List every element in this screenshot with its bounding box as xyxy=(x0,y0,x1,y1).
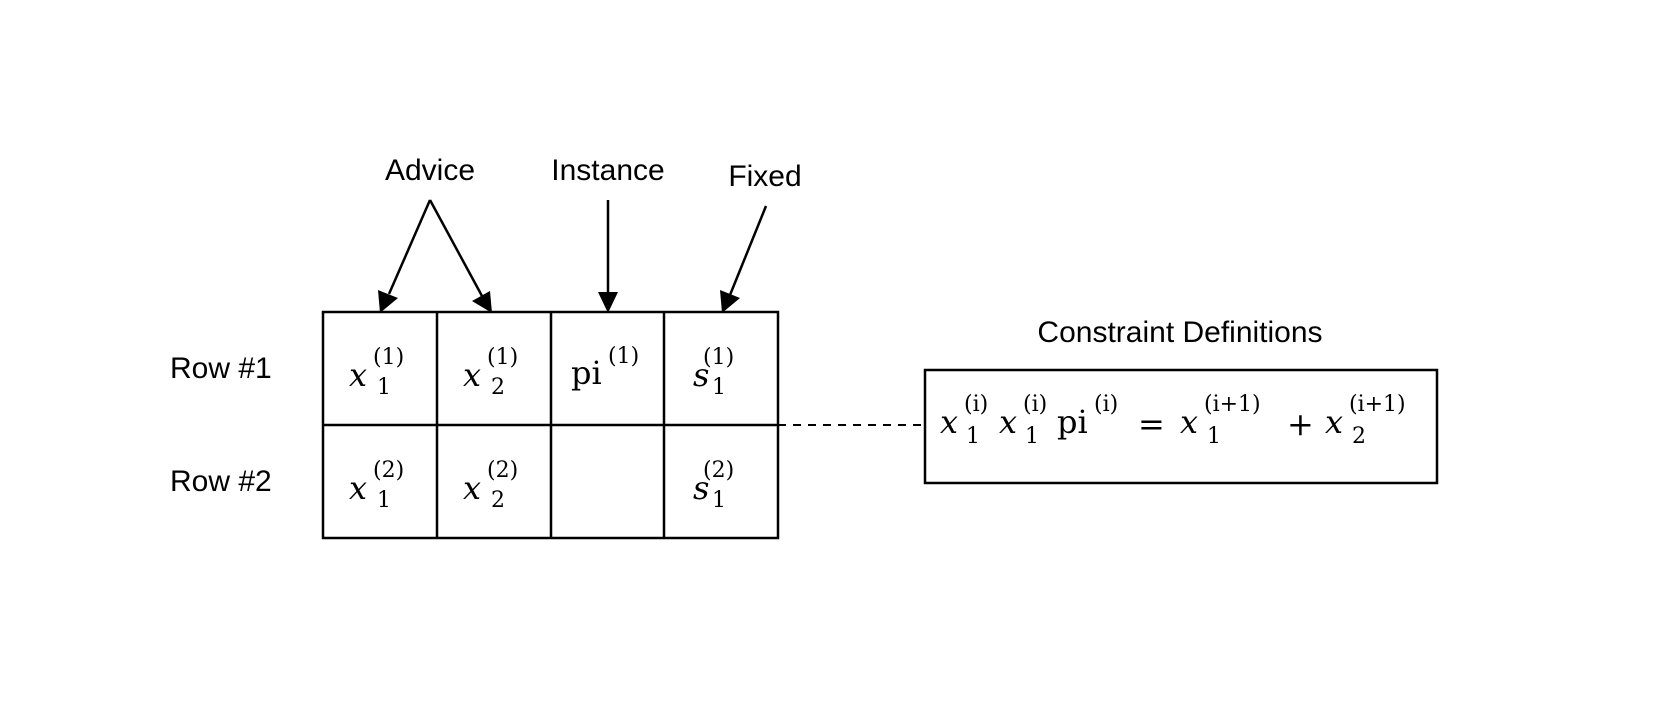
fixed-arrow-head xyxy=(720,290,740,313)
constraint-box xyxy=(923,368,1439,485)
advice-label: Advice xyxy=(385,154,475,187)
advice-arrows xyxy=(378,199,492,313)
row-1-label: Row #1 xyxy=(170,352,272,385)
instance-arrow-head xyxy=(598,292,618,313)
fixed-label: Fixed xyxy=(728,160,801,193)
advice-arrow-left xyxy=(387,199,432,295)
constraint-definitions-title: Constraint Definitions xyxy=(1037,316,1322,349)
advice-arrow-left-head xyxy=(378,290,398,313)
instance-label: Instance xyxy=(551,154,664,187)
instance-arrow xyxy=(598,200,618,313)
row-2-label: Row #2 xyxy=(170,465,272,498)
advice-arrow-right-head xyxy=(472,291,492,313)
constraint-equation: x 1 (i) x 1 (i) pi (i) = x 1 (i+1) + x 2… xyxy=(940,392,1406,449)
cell-r1-instance: pi(1) xyxy=(571,344,639,392)
fixed-arrow xyxy=(720,205,768,313)
advice-arrow-right xyxy=(428,199,484,297)
